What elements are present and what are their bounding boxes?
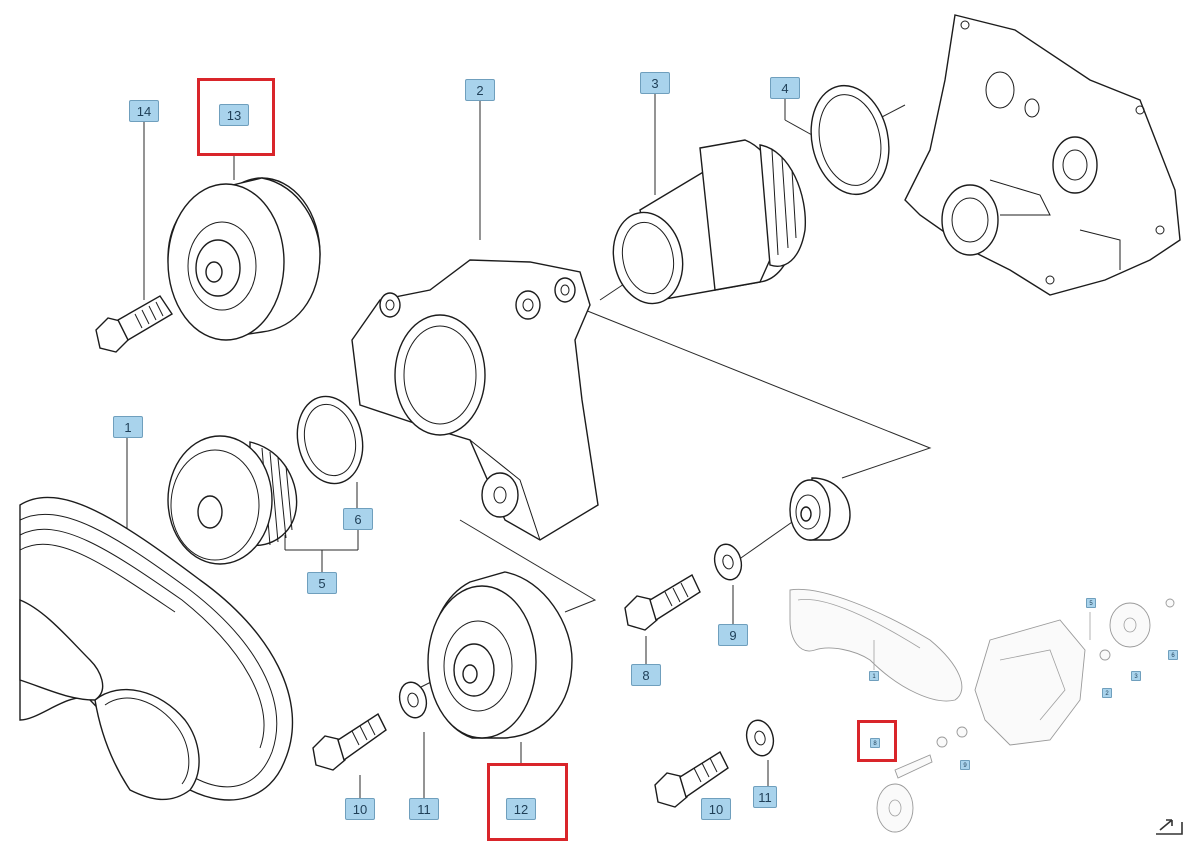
callout-8[interactable]: 8 [631, 664, 661, 686]
callout-2[interactable]: 2 [465, 79, 495, 101]
inset-callout-1[interactable]: 1 [869, 671, 879, 681]
callout-11[interactable]: 11 [409, 798, 439, 820]
part-1-ribbed-belt [19, 496, 294, 801]
part-10-bolt [312, 712, 387, 771]
part-10-bolt-second [654, 750, 729, 808]
part-8-bolt [624, 574, 701, 631]
part-5-ribbed-pulley [167, 435, 298, 565]
part-13-idler-pulley [167, 177, 321, 341]
inset-callout-9[interactable]: 9 [960, 760, 970, 770]
part-12-idler-pulley [427, 571, 573, 739]
part-4-o-ring [810, 84, 890, 196]
callout-10-second[interactable]: 10 [701, 798, 731, 820]
part-9-washer [713, 543, 743, 581]
inset-overview [789, 588, 1175, 833]
part-14-bolt [95, 295, 173, 353]
inset-callout-3[interactable]: 3 [1131, 671, 1141, 681]
callout-11-second[interactable]: 11 [753, 786, 777, 808]
callout-14[interactable]: 14 [129, 100, 159, 122]
callout-1[interactable]: 1 [113, 416, 143, 438]
leader-lines [126, 94, 932, 808]
inset-callout-2[interactable]: 2 [1102, 688, 1112, 698]
callout-12[interactable]: 12 [506, 798, 536, 820]
part-6-o-ring [296, 395, 364, 485]
part-3-threaded-sleeve [612, 139, 807, 305]
part-small-roller [789, 477, 851, 541]
callout-3[interactable]: 3 [640, 72, 670, 94]
inset-callout-5[interactable]: 5 [1086, 598, 1096, 608]
inset-callout-6[interactable]: 6 [1168, 650, 1178, 660]
part-11-washer-second [745, 719, 775, 757]
part-11-washer [398, 681, 428, 719]
callout-4[interactable]: 4 [770, 77, 800, 99]
navigate-arrow-icon[interactable] [1154, 812, 1184, 836]
inset-callout-8[interactable]: 8 [870, 738, 880, 748]
engine-front-cover [904, 14, 1181, 296]
callout-9[interactable]: 9 [718, 624, 748, 646]
callout-10[interactable]: 10 [345, 798, 375, 820]
callout-6[interactable]: 6 [343, 508, 373, 530]
callout-13[interactable]: 13 [219, 104, 249, 126]
callout-5[interactable]: 5 [307, 572, 337, 594]
part-2-tensioner-housing [351, 259, 599, 541]
